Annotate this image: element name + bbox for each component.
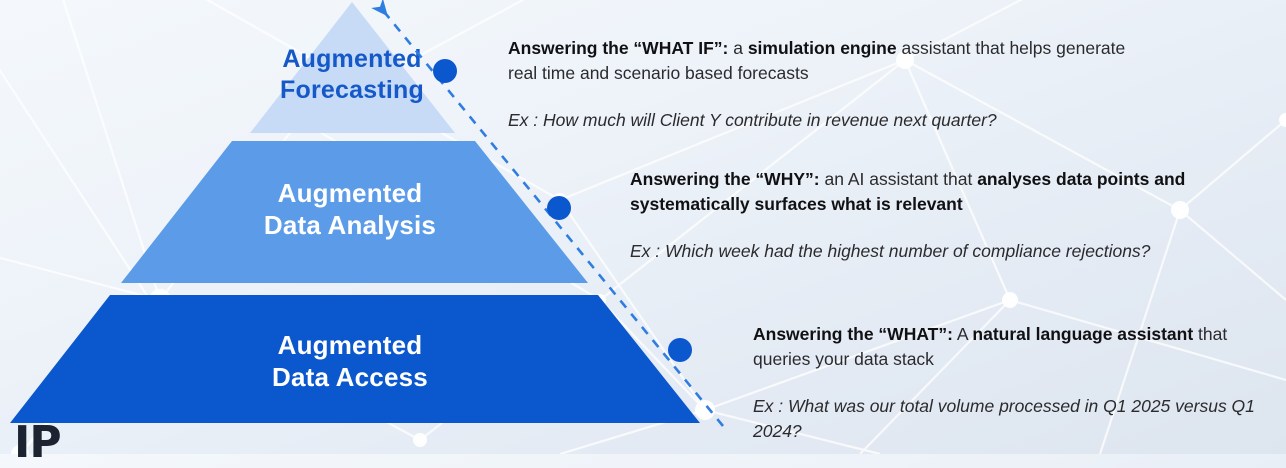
description-lead-data-analysis: Answering the “WHY”: <box>630 169 820 189</box>
description-block-data-analysis: Answering the “WHY”: an AI assistant tha… <box>630 167 1200 264</box>
pyramid-tier-label-data-analysis: Augmented Data Analysis <box>263 178 437 240</box>
description-strong-data-analysis: analyses data points and systematically … <box>630 169 1186 214</box>
pyramid-tier-middle-shape[interactable] <box>121 141 588 283</box>
pyramid-tier-label-forecasting: Augmented Forecasting <box>280 45 424 104</box>
description-main-forecasting: Answering the “WHAT IF”: a simulation en… <box>508 36 1128 86</box>
pyramid-tier-bottom-shape[interactable] <box>10 295 700 423</box>
description-pre-forecasting: a <box>728 38 748 58</box>
description-pre-data-access: A <box>952 324 973 344</box>
description-lead-data-access: Answering the “WHAT”: <box>753 324 953 344</box>
description-example-data-analysis: Ex : Which week had the highest number o… <box>630 240 1151 261</box>
company-logo: IP <box>14 417 62 468</box>
description-post-forecasting: assistant that helps generate real time … <box>508 38 1126 83</box>
milestone-dot-forecasting[interactable] <box>433 59 457 83</box>
description-main-data-analysis: Answering the “WHY”: an AI assistant tha… <box>630 167 1200 217</box>
description-example-forecasting: Ex : How much will Client Y contribute i… <box>508 109 997 130</box>
description-strong-data-access: natural language assistant <box>972 324 1194 344</box>
description-post-data-access: that queries your data stack <box>753 324 1228 369</box>
pyramid-tier-label-data-access: Augmented Data Access <box>272 330 428 392</box>
slide-canvas: Augmented Forecasting Augmented Data Ana… <box>10 0 1286 468</box>
description-block-forecasting: Answering the “WHAT IF”: a simulation en… <box>508 36 1128 133</box>
description-example-data-access: Ex : What was our total volume processed… <box>753 395 1255 441</box>
description-main-data-access: Answering the “WHAT”: A natural language… <box>753 322 1286 372</box>
milestone-dot-data-analysis[interactable] <box>547 196 571 220</box>
pyramid-diagram <box>10 2 700 423</box>
description-strong-forecasting: simulation engine <box>747 38 897 58</box>
description-pre-data-analysis: an AI assistant that <box>819 169 978 189</box>
milestone-dot-data-access[interactable] <box>668 338 692 362</box>
description-lead-forecasting: Answering the “WHAT IF”: <box>508 38 729 58</box>
description-block-data-access: Answering the “WHAT”: A natural language… <box>753 322 1286 443</box>
pyramid-tier-top-shape[interactable] <box>250 2 455 133</box>
